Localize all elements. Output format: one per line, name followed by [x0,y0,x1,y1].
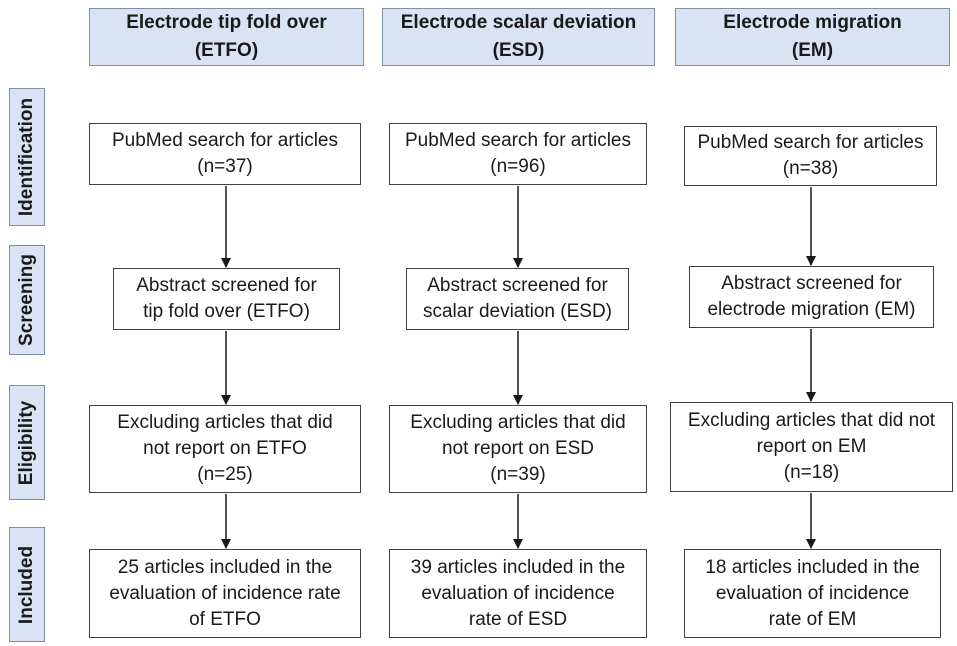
etfo-included-box: 25 articles included in the evaluation o… [89,549,361,638]
etfo-screening-box: Abstract screened for tip fold over (ETF… [113,268,340,330]
stage-eligibility: Eligibility [9,385,45,500]
esd-screening-box: Abstract screened for scalar deviation (… [406,268,629,330]
esd-included-box: 39 articles included in the evaluation o… [389,549,647,638]
em-eligibility-box: Excluding articles that did not report o… [670,402,953,492]
em-identification-box: PubMed search for articles (n=38) [684,126,937,186]
column-header-esd: Electrode scalar deviation (ESD) [382,8,655,66]
stage-included: Included [9,527,45,642]
etfo-identification-box: PubMed search for articles (n=37) [89,123,361,185]
stage-screening: Screening [9,245,45,355]
column-header-em: Electrode migration (EM) [675,8,950,66]
esd-eligibility-box: Excluding articles that did not report o… [389,405,647,493]
esd-identification-box: PubMed search for articles (n=96) [389,123,647,185]
em-included-box: 18 articles included in the evaluation o… [684,549,941,638]
etfo-eligibility-box: Excluding articles that did not report o… [89,405,361,493]
stage-identification: Identification [9,88,45,226]
em-screening-box: Abstract screened for electrode migratio… [689,266,934,328]
column-header-etfo: Electrode tip fold over (ETFO) [89,8,364,66]
